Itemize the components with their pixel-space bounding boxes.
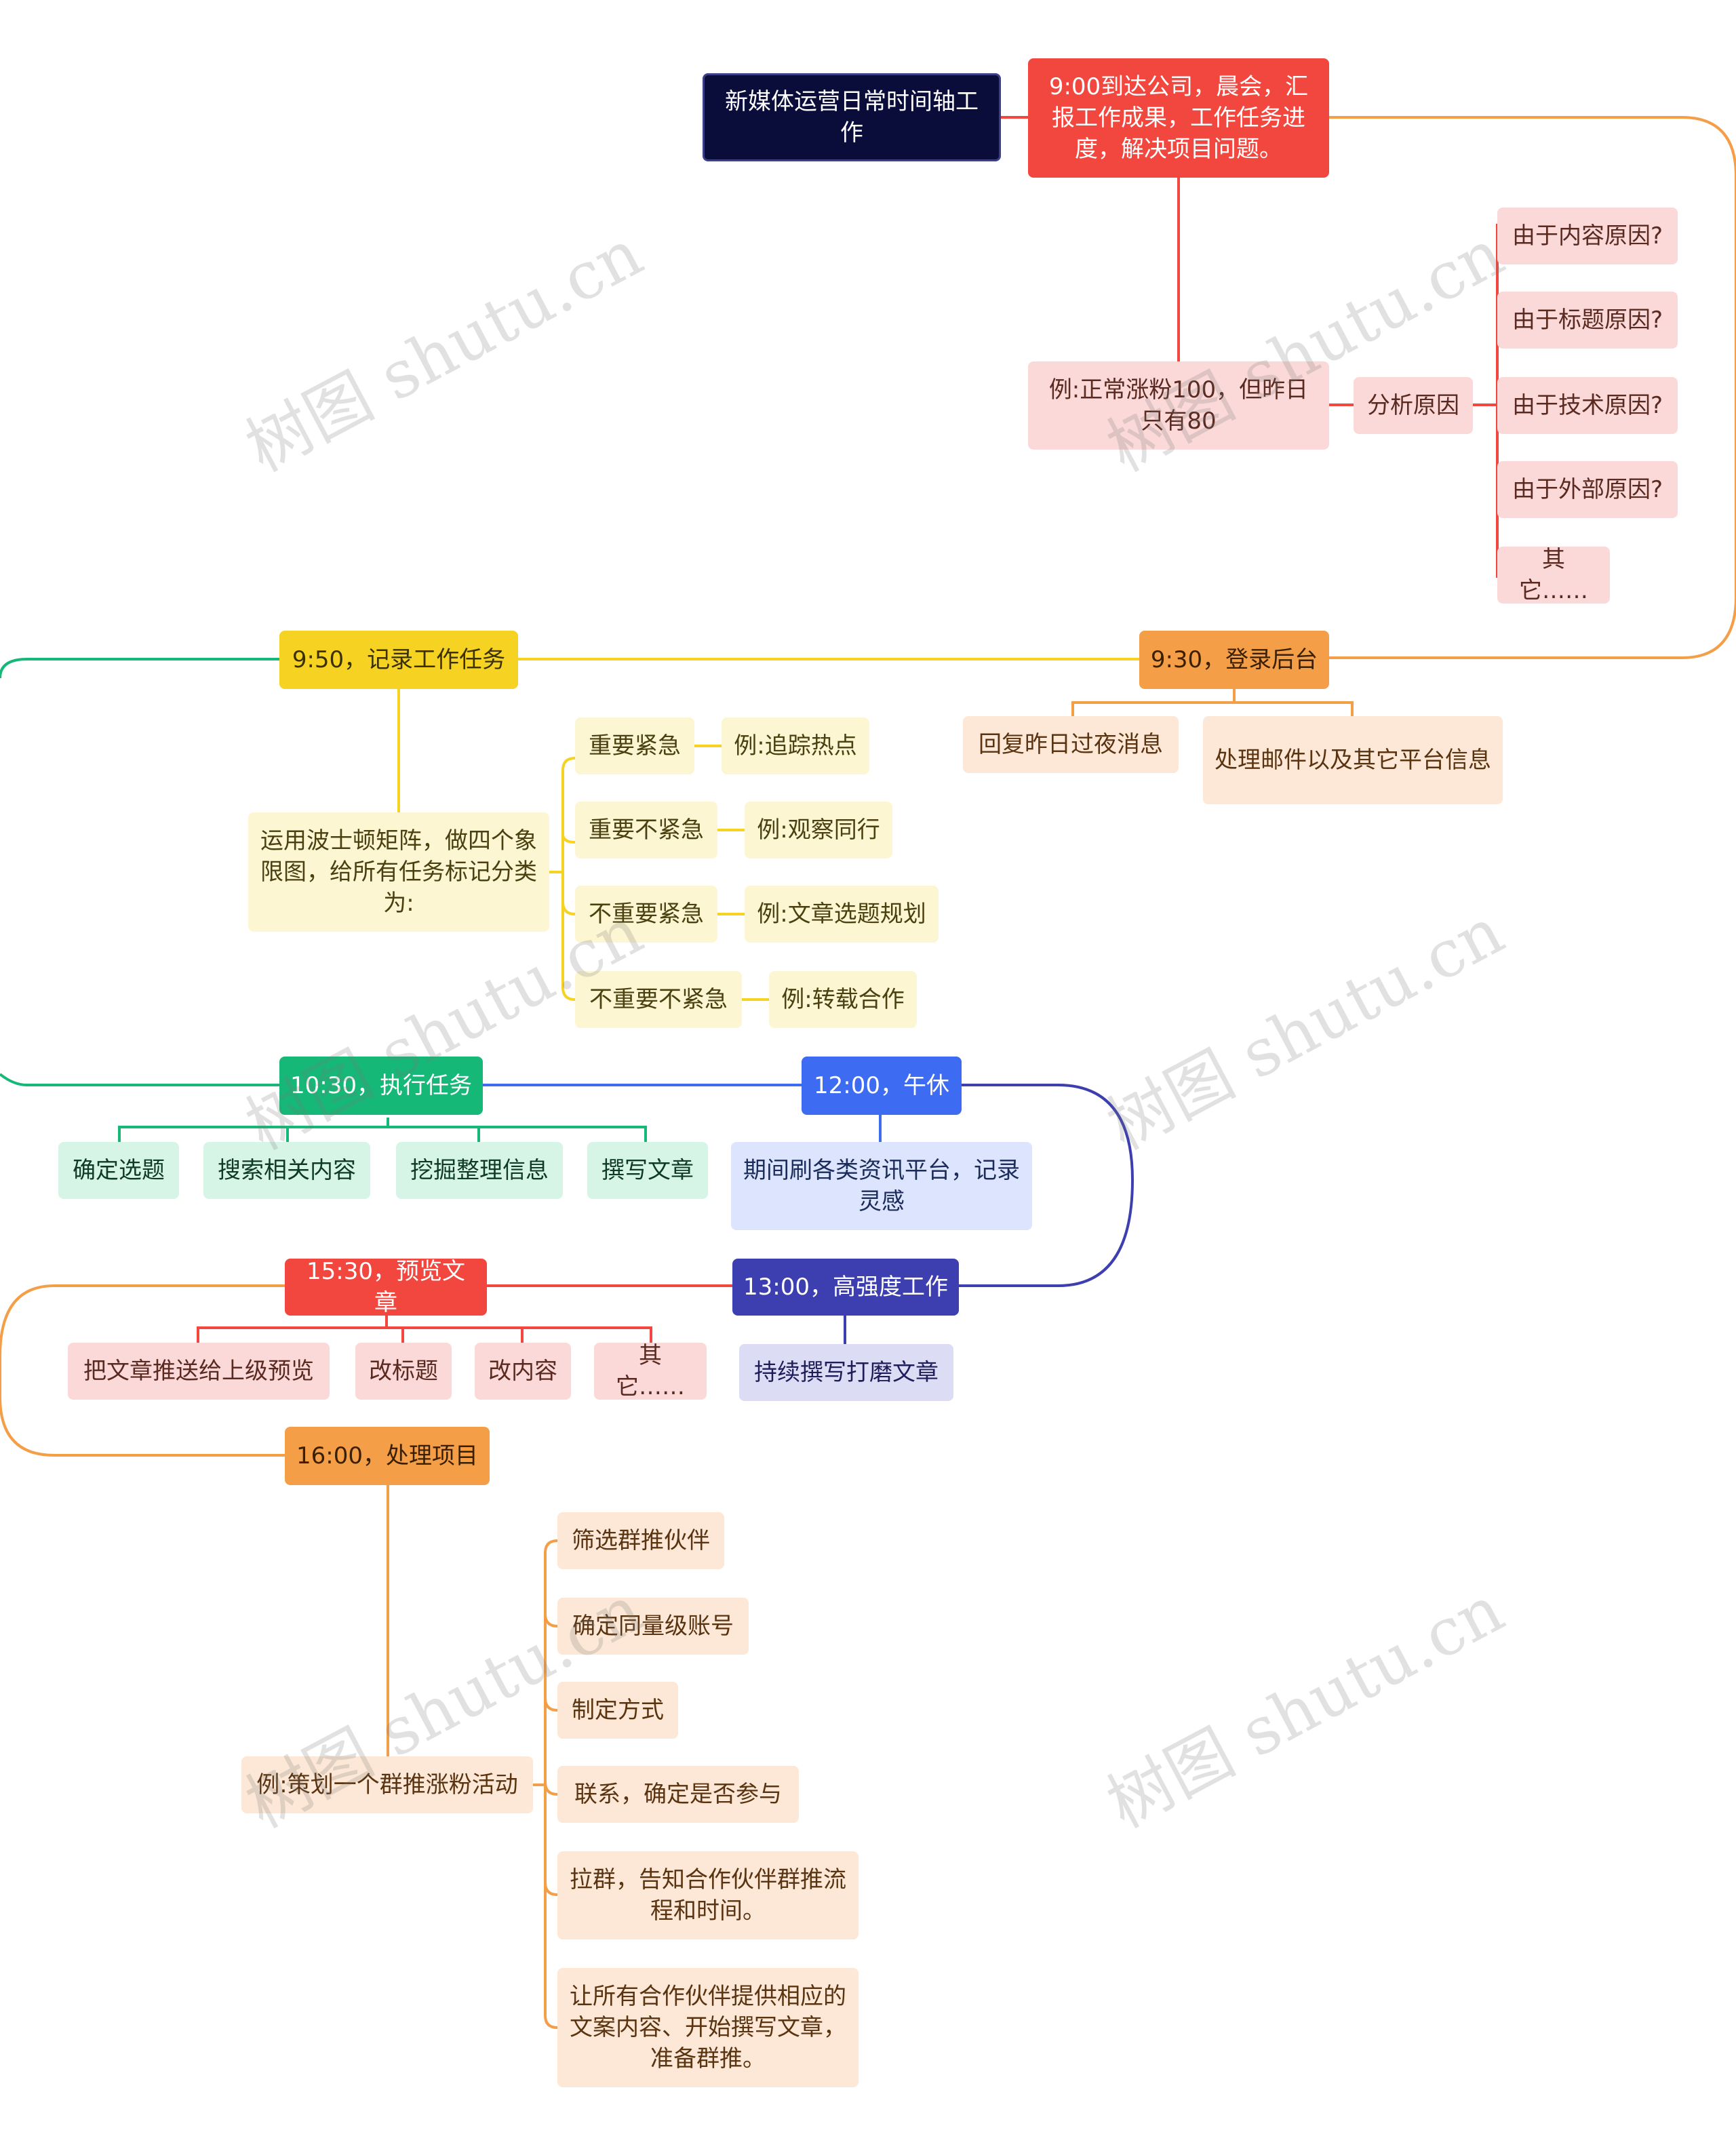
node-1200-item-label: 期间刷各类资讯平台，记录灵感 <box>743 1157 1020 1215</box>
node-1600-step-label: 制定方式 <box>572 1697 664 1724</box>
node-quadrant-example-2[interactable]: 例:观察同行 <box>745 802 892 859</box>
node-1030-item-label: 搜索相关内容 <box>218 1157 356 1184</box>
node-1030-item-label: 挖掘整理信息 <box>410 1157 549 1184</box>
node-1600-step-3[interactable]: 制定方式 <box>557 1682 678 1739</box>
node-quadrant-example-4[interactable]: 例:转载合作 <box>769 971 917 1028</box>
node-quadrant-label: 重要紧急 <box>589 732 681 760</box>
node-0930-item-label: 回复昨日过夜消息 <box>979 731 1163 758</box>
node-reason-5[interactable]: 其它…… <box>1497 546 1610 604</box>
node-reason-label: 由于外部原因? <box>1512 476 1663 503</box>
node-reason-2[interactable]: 由于标题原因? <box>1497 292 1678 349</box>
node-1030-item-label: 撰写文章 <box>601 1157 694 1184</box>
node-1300-label: 13:00，高强度工作 <box>743 1274 948 1301</box>
node-0900-example-label: 例:正常涨粉100，但昨日只有80 <box>1048 376 1309 435</box>
node-quadrant-label: 重要不紧急 <box>589 816 704 844</box>
node-1530-label: 15:30，预览文章 <box>307 1258 465 1316</box>
node-quadrant-3[interactable]: 不重要紧急 <box>575 886 717 943</box>
node-1600-step-4[interactable]: 联系，确定是否参与 <box>557 1766 799 1823</box>
node-0900-label: 9:00到达公司，晨会，汇报工作成果，工作任务进度，解决项目问题。 <box>1048 73 1309 163</box>
node-0950-desc-label: 运用波士顿矩阵，做四个象限图，给所有任务标记分类为: <box>260 827 537 917</box>
node-1600[interactable]: 16:00，处理项目 <box>285 1427 490 1485</box>
node-1530-item-label: 其它…… <box>616 1342 685 1400</box>
node-1600-example-label: 例:策划一个群推涨粉活动 <box>256 1771 518 1798</box>
node-1600-step-5[interactable]: 拉群，告知合作伙伴群推流程和时间。 <box>557 1851 859 1939</box>
root-topic-label: 新媒体运营日常时间轴工作 <box>725 88 979 146</box>
node-reason-label: 由于标题原因? <box>1512 307 1663 334</box>
node-1530-item-label: 改标题 <box>369 1358 438 1385</box>
node-1030[interactable]: 10:30，执行任务 <box>279 1057 483 1115</box>
node-quadrant-2[interactable]: 重要不紧急 <box>575 802 717 859</box>
node-1030-item-2[interactable]: 搜索相关内容 <box>203 1142 370 1199</box>
node-1600-example[interactable]: 例:策划一个群推涨粉活动 <box>241 1756 533 1813</box>
node-0930[interactable]: 9:30，登录后台 <box>1139 631 1329 689</box>
node-0950-label: 9:50，记录工作任务 <box>292 646 506 673</box>
node-1530-item-2[interactable]: 改标题 <box>355 1343 452 1400</box>
node-0930-label: 9:30，登录后台 <box>1150 646 1318 673</box>
node-0930-item-1[interactable]: 回复昨日过夜消息 <box>963 716 1179 773</box>
node-1530-item-label: 把文章推送给上级预览 <box>83 1358 314 1385</box>
node-0900[interactable]: 9:00到达公司，晨会，汇报工作成果，工作任务进度，解决项目问题。 <box>1028 58 1329 178</box>
node-quadrant-4[interactable]: 不重要不紧急 <box>575 971 742 1028</box>
node-reason-3[interactable]: 由于技术原因? <box>1497 377 1678 434</box>
node-quadrant-example-label: 例:转载合作 <box>781 986 905 1013</box>
node-quadrant-example-label: 例:观察同行 <box>757 816 880 844</box>
node-1600-step-6[interactable]: 让所有合作伙伴提供相应的文案内容、开始撰写文章，准备群推。 <box>557 1968 859 2087</box>
node-1600-step-1[interactable]: 筛选群推伙伴 <box>557 1512 724 1569</box>
node-1030-item-label: 确定选题 <box>73 1157 165 1184</box>
node-1530-item-3[interactable]: 改内容 <box>475 1343 571 1400</box>
node-analyze-label: 分析原因 <box>1367 392 1459 419</box>
node-1600-step-label: 让所有合作伙伴提供相应的文案内容、开始撰写文章，准备群推。 <box>570 1983 846 2072</box>
node-quadrant-label: 不重要不紧急 <box>589 986 728 1013</box>
node-1600-step-2[interactable]: 确定同量级账号 <box>557 1598 749 1655</box>
node-quadrant-example-label: 例:文章选题规划 <box>757 901 926 928</box>
node-1600-step-label: 联系，确定是否参与 <box>574 1781 782 1808</box>
node-1600-step-label: 拉群，告知合作伙伴群推流程和时间。 <box>570 1866 846 1925</box>
node-0950[interactable]: 9:50，记录工作任务 <box>279 631 518 689</box>
node-quadrant-example-label: 例:追踪热点 <box>734 732 857 760</box>
node-1530-item-4[interactable]: 其它…… <box>594 1342 707 1400</box>
node-1530[interactable]: 15:30，预览文章 <box>285 1258 487 1316</box>
node-1030-item-4[interactable]: 撰写文章 <box>587 1142 708 1199</box>
node-0930-item-label: 处理邮件以及其它平台信息 <box>1215 747 1491 774</box>
node-1600-step-label: 筛选群推伙伴 <box>572 1527 710 1554</box>
node-1530-item-1[interactable]: 把文章推送给上级预览 <box>68 1343 330 1400</box>
node-quadrant-label: 不重要紧急 <box>589 901 704 928</box>
root-topic[interactable]: 新媒体运营日常时间轴工作 <box>703 73 1001 161</box>
node-1600-step-label: 确定同量级账号 <box>572 1613 734 1640</box>
node-reason-label: 由于内容原因? <box>1512 222 1663 250</box>
node-1300[interactable]: 13:00，高强度工作 <box>732 1259 959 1316</box>
node-0930-item-2[interactable]: 处理邮件以及其它平台信息 <box>1203 716 1503 804</box>
node-1200[interactable]: 12:00，午休 <box>802 1057 962 1115</box>
node-1530-item-label: 改内容 <box>488 1358 557 1385</box>
node-quadrant-1[interactable]: 重要紧急 <box>575 717 694 774</box>
node-0900-example[interactable]: 例:正常涨粉100，但昨日只有80 <box>1028 361 1329 450</box>
node-quadrant-example-1[interactable]: 例:追踪热点 <box>722 717 869 774</box>
node-reason-label: 由于技术原因? <box>1512 392 1663 419</box>
node-1030-item-3[interactable]: 挖掘整理信息 <box>396 1142 563 1199</box>
node-1200-label: 12:00，午休 <box>814 1072 949 1099</box>
node-0950-desc[interactable]: 运用波士顿矩阵，做四个象限图，给所有任务标记分类为: <box>248 812 549 932</box>
node-1030-label: 10:30，执行任务 <box>290 1072 472 1099</box>
node-1030-item-1[interactable]: 确定选题 <box>58 1142 179 1199</box>
node-reason-1[interactable]: 由于内容原因? <box>1497 208 1678 264</box>
node-1300-item[interactable]: 持续撰写打磨文章 <box>739 1344 953 1401</box>
node-reason-label: 其它…… <box>1519 546 1588 604</box>
node-1200-item[interactable]: 期间刷各类资讯平台，记录灵感 <box>731 1142 1032 1230</box>
node-1600-label: 16:00，处理项目 <box>296 1442 478 1470</box>
node-1300-item-label: 持续撰写打磨文章 <box>754 1359 939 1386</box>
node-reason-4[interactable]: 由于外部原因? <box>1497 461 1678 518</box>
node-quadrant-example-3[interactable]: 例:文章选题规划 <box>745 886 939 943</box>
node-analyze[interactable]: 分析原因 <box>1354 377 1473 434</box>
